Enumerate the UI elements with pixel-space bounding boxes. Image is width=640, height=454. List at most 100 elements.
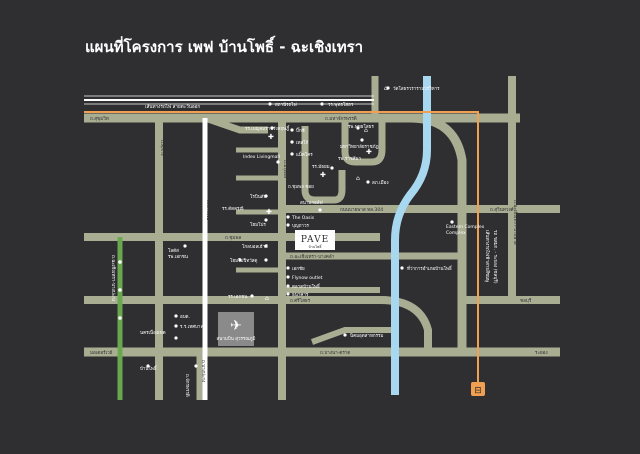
label-rr-ankhuk: รร.ดัดดรุณี xyxy=(222,206,244,212)
label-rs-buddhasothorn: รร.พุทธโสธร xyxy=(328,101,354,108)
label-police: สภ.เมือง xyxy=(372,179,389,186)
label-market: ตลาดบ้านโพธิ์ xyxy=(292,282,321,290)
marker-thaiwatsadu xyxy=(264,258,268,262)
label-bangna-trad: ถ.บางนา-ตราด xyxy=(320,350,350,356)
school-icon-4: ⌂ xyxy=(265,295,269,302)
bus-stop-icon xyxy=(471,382,485,396)
label-thaiwatsadu: ไทวัสดุ xyxy=(243,258,258,264)
marker-lower-11 xyxy=(343,333,347,337)
label-lower-1: อบต. xyxy=(180,315,190,320)
label-green-vertical: ถ.ฉะเชิงเทรา-บางปะกง xyxy=(110,255,116,301)
marker-loop-2 xyxy=(360,138,364,142)
label-lotus: โลตัส xyxy=(168,247,179,254)
label-bottom-vertical: ถ.บางปะกง xyxy=(200,360,206,382)
marker-green-3 xyxy=(118,316,122,320)
marker-index xyxy=(276,160,280,164)
label-bus-route: เส้นทางรถไฟฟ้าสายสีชมพู xyxy=(484,230,491,282)
marker-lower-5 xyxy=(194,364,198,368)
label-chumphon-upper: ถ.ชุมพล ซอย xyxy=(288,184,314,190)
road-diagonal-upper xyxy=(203,114,268,134)
marker-lower-3 xyxy=(174,336,178,340)
label-mid-horizontal: ถ.ชุมพล xyxy=(225,235,241,241)
marker-boonthavorn xyxy=(286,223,290,227)
marker-lower-10 xyxy=(366,180,370,184)
label-index: Index Livingmall xyxy=(243,154,280,160)
marker-flynow xyxy=(286,275,290,279)
marker-oasis xyxy=(286,215,290,219)
airport-icon: ✈ xyxy=(230,318,242,334)
label-tesco: เทสโก้ xyxy=(296,139,309,146)
project-name: PAVE xyxy=(301,235,329,245)
marker-lower-7 xyxy=(238,258,242,262)
school-icon-3: ⌂ xyxy=(356,175,360,182)
label-boonthavorn: บุญถาวร xyxy=(292,223,309,229)
label-bus-route-2: รถ ขสมก. - ระยอง (ชลบุรี) xyxy=(492,230,499,284)
label-rr-private: รร.เอกชน xyxy=(228,294,247,300)
marker-lower-9 xyxy=(318,208,322,212)
label-oasis: The Oasis xyxy=(291,215,315,221)
label-global: โกลบอลเฮ้าส์ xyxy=(242,243,268,250)
road-diagonal-lower xyxy=(310,327,395,345)
hospital-icon-3: ✚ xyxy=(266,208,272,216)
label-motorway: มอเตอร์เวย์ xyxy=(90,349,113,356)
marker-makro xyxy=(290,152,294,156)
railway-track-top xyxy=(84,95,374,105)
label-bigc: บิ๊กซี xyxy=(296,127,305,134)
marker-ekachai xyxy=(286,266,290,270)
road-top-right-curve xyxy=(409,113,467,352)
marker-lower-1 xyxy=(174,314,178,318)
place-markers xyxy=(118,86,454,368)
label-center-vertical: ถ.มรุพงษ์ xyxy=(282,160,289,178)
label-robinson: โรบินสัน xyxy=(250,193,267,200)
road-loop-upper xyxy=(341,118,386,166)
label-school-rajabhat: มหาวิทยาลัยราชภัฏ xyxy=(340,144,379,150)
label-hospital-buddhasothorn: รพ.พุทธโสธร xyxy=(348,123,374,130)
marker-eastern xyxy=(450,220,454,224)
marker-lower-4 xyxy=(146,364,150,368)
label-lower-4: บ้านโพธิ์ xyxy=(140,364,158,372)
label-eastern: Eastern Complex xyxy=(446,224,485,230)
road-loop-left xyxy=(301,126,346,204)
marker-railway-station xyxy=(268,102,272,106)
marker-rs-buddhasothorn xyxy=(320,102,324,106)
page-title: แผนที่โครงการ เพฟ บ้านโพธิ์ - ฉะเชิงเทรา xyxy=(85,35,363,56)
label-railway-vertical: ถ.จักรพงษ์ xyxy=(205,200,212,221)
marker-lower-2 xyxy=(174,324,178,328)
marker-loop-3 xyxy=(356,126,360,130)
label-wat-sothorn: วัดโสธรวรารามวรวิหาร xyxy=(393,85,440,92)
label-lower-3: นครเนื่องเขต xyxy=(140,329,166,336)
label-district: ที่ว่าการอำเภอบ้านโพธิ์ xyxy=(407,264,453,272)
hospital-icon-2: ✚ xyxy=(366,148,372,156)
label-mid-left-vertical: ถ.ศุภกิจ xyxy=(159,140,165,156)
label-bypass-right: ถ.สุวินทวงศ์ xyxy=(490,206,514,213)
label-flynow: Flynow outlet xyxy=(292,275,323,281)
label-makro: แม็คโคร xyxy=(296,150,313,158)
airport-box xyxy=(218,312,254,346)
label-bank: ธนาคาร xyxy=(292,292,309,298)
marker-market xyxy=(286,284,290,288)
label-right-lower: ชลบุรี xyxy=(520,297,532,304)
label-sukhumvit: ถ.สุขุมวิท xyxy=(90,116,109,122)
label-hospital-rajsima: รพ.ราชสีมา xyxy=(338,156,362,162)
marker-green-1 xyxy=(118,260,122,264)
label-railway: เส้นทางรถไฟ สายตะวันออก xyxy=(145,103,200,110)
label-railway-station: สถานีรถไฟ xyxy=(275,102,297,108)
marker-global xyxy=(264,244,268,248)
hospital-icon: ✚ xyxy=(268,133,274,141)
label-industrial: นิคมอุตสาหกรรม xyxy=(350,333,384,339)
airport-label: สนามบิน สุวรรณภูมิ xyxy=(217,336,256,342)
marker-hospital-1 xyxy=(270,126,274,130)
river xyxy=(391,76,431,395)
marker-bank xyxy=(286,292,290,296)
bus-stop-icon-glyph: ⊟ xyxy=(474,386,482,396)
school-icon: ⌂ xyxy=(384,85,388,92)
label-homepro: โฮมโปร xyxy=(250,221,266,228)
label-rr-chachoengsao: รร.เบญจมราชรังสฤษฎิ์ xyxy=(245,124,290,132)
school-icon-2: ⌂ xyxy=(364,127,368,134)
label-bangna-right: ระยอง xyxy=(535,350,548,356)
marker-bigc xyxy=(290,128,294,132)
marker-district xyxy=(400,266,404,270)
label-lower-7: โฮมโปร xyxy=(230,257,246,264)
